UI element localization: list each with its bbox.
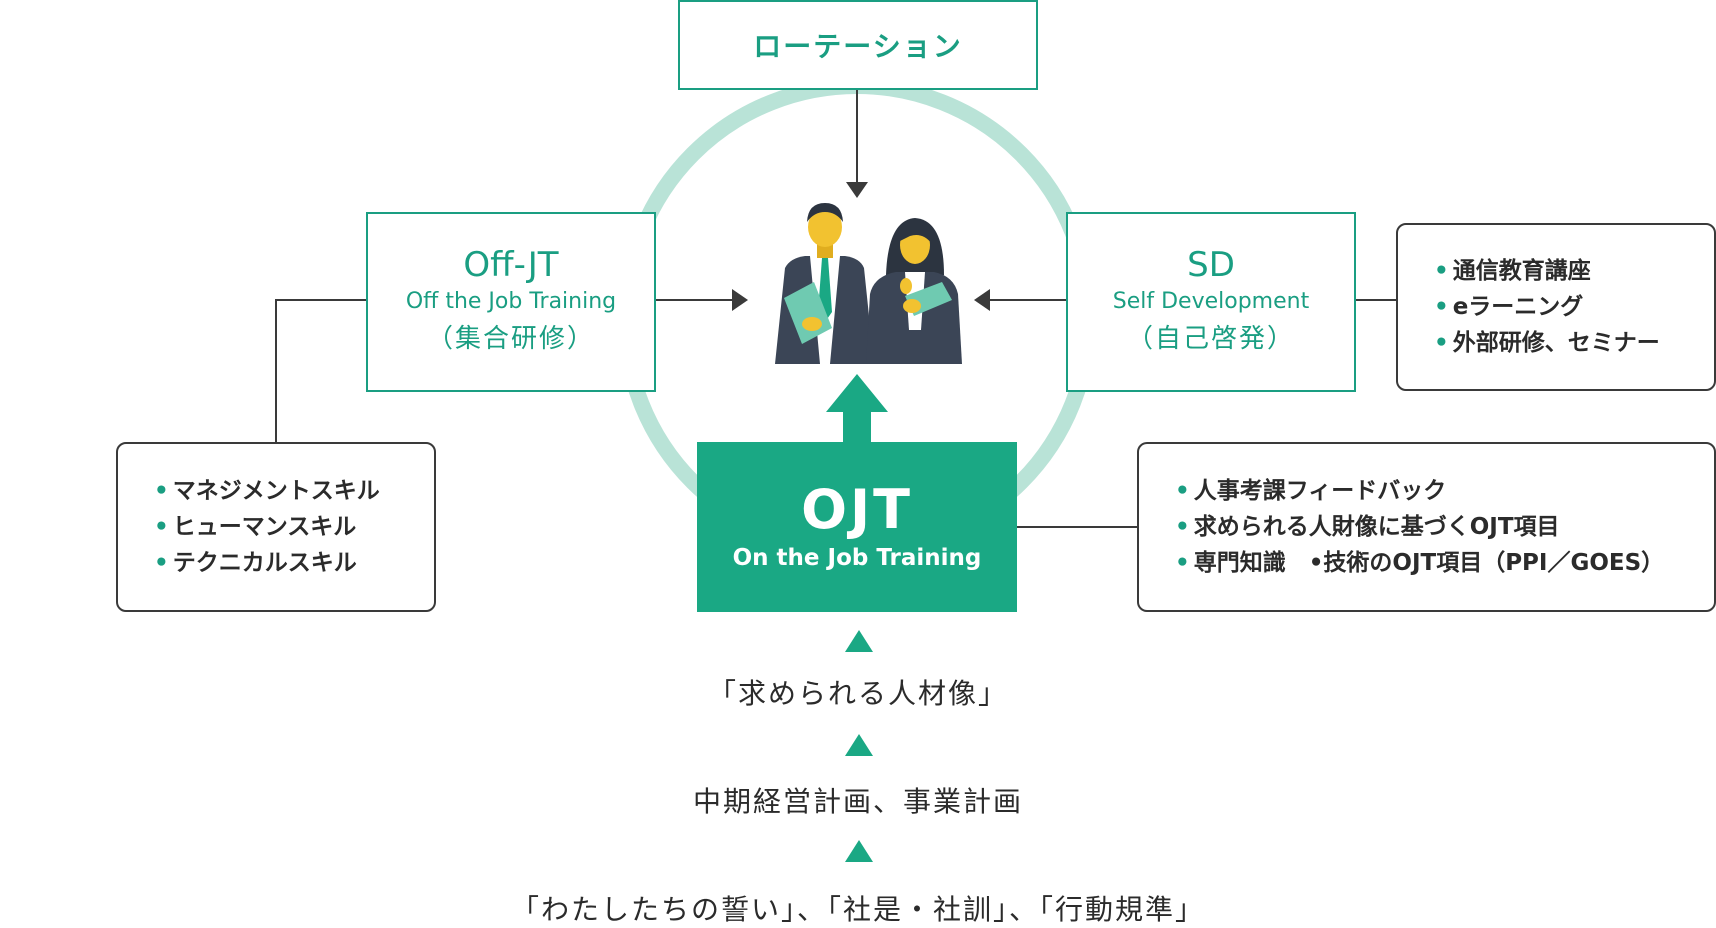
sd-arrowhead	[974, 289, 990, 311]
off-jt-subtitle: Off the Job Training	[405, 289, 617, 314]
sd-japanese: （自己啓発）	[1126, 324, 1295, 354]
rotation-label: ローテーション	[753, 30, 963, 63]
up-triangle-icon	[845, 630, 873, 652]
list-item: •求められる人財像に基づくOJT項目	[1175, 514, 1560, 540]
off-jt-title: Off-JT	[463, 245, 559, 285]
sd-box: SD Self Development （自己啓発）	[1066, 212, 1356, 392]
up-triangle-icon	[845, 734, 873, 756]
businesswoman-icon	[866, 218, 962, 364]
foundation-level-1: 「求められる人材像」	[707, 677, 1008, 710]
foundation-level-2: 中期経営計画、事業計画	[692, 785, 1023, 818]
sd-subtitle: Self Development	[1112, 289, 1310, 314]
ojt-up-arrow	[826, 374, 888, 442]
sd-items-note: •通信教育講座 •eラーニング •外部研修、セミナー	[1396, 223, 1716, 391]
foundation-level-3: 「わたしたちの誓い」、「社是・社訓」、「行動規準」	[510, 893, 1205, 926]
rotation-box: ローテーション	[678, 0, 1038, 90]
bullet: •	[1175, 550, 1190, 576]
rotation-arrowhead	[846, 182, 868, 198]
bullet: •	[1434, 258, 1449, 284]
off-jt-items-note: •マネジメントスキル •ヒューマンスキル •テクニカルスキル	[116, 442, 436, 612]
list-item: •テクニカルスキル	[154, 550, 357, 576]
bullet: •	[1434, 294, 1449, 320]
list-item: •専門知識 •技術のOJT項目（PPI／GOES）	[1175, 550, 1665, 576]
bullet: •	[154, 478, 169, 504]
sd-title: SD	[1187, 245, 1235, 285]
bullet: •	[1434, 330, 1449, 356]
offjt-arrowhead	[732, 289, 748, 311]
bullet: •	[1175, 514, 1190, 540]
tablet-icon	[784, 282, 832, 344]
bullet: •	[154, 550, 169, 576]
bullet: •	[154, 514, 169, 540]
businessman-icon	[775, 203, 874, 364]
off-jt-box: Off-JT Off the Job Training （集合研修）	[366, 212, 656, 392]
list-item: •通信教育講座	[1434, 258, 1591, 284]
list-item: •外部研修、セミナー	[1434, 330, 1660, 356]
list-item: •人事考課フィードバック	[1175, 478, 1447, 504]
list-item: •ヒューマンスキル	[154, 514, 357, 540]
ojt-box: OJT On the Job Training	[697, 442, 1017, 612]
offjt-note-connector	[275, 299, 366, 442]
off-jt-japanese: （集合研修）	[426, 324, 595, 354]
list-item: •マネジメントスキル	[154, 478, 380, 504]
ojt-items-note: •人事考課フィードバック •求められる人財像に基づくOJT項目 •専門知識 •技…	[1137, 442, 1716, 612]
ojt-subtitle: On the Job Training	[732, 545, 982, 571]
list-item: •eラーニング	[1434, 294, 1584, 320]
up-triangle-icon	[845, 840, 873, 862]
bullet: •	[1175, 478, 1190, 504]
ojt-title: OJT	[801, 478, 913, 541]
